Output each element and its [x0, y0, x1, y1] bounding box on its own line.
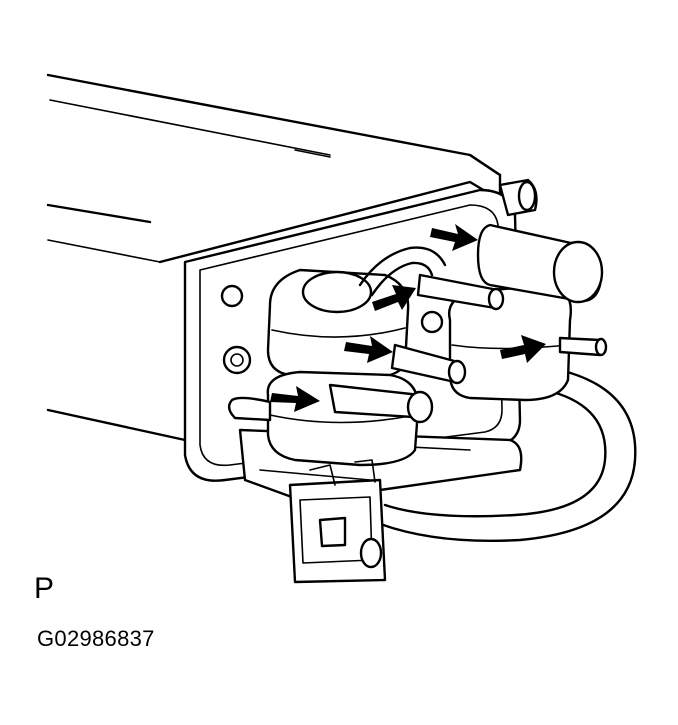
indicator-arrows [270, 224, 546, 412]
figure-code-label: G02986837 [37, 626, 155, 651]
arrow [372, 285, 416, 311]
vsv-ports [227, 273, 505, 424]
vacuum-hose-loop [368, 368, 637, 543]
electrical-connector [288, 459, 387, 584]
vsv-right [448, 223, 608, 402]
bent-hose [358, 246, 447, 297]
mounting-hole [220, 284, 244, 308]
view-letter-label: P [34, 572, 55, 605]
arrow [270, 386, 320, 412]
arrow [344, 336, 393, 363]
vsv-left-upper [266, 268, 410, 382]
arrow [500, 335, 546, 363]
arrow [430, 224, 478, 251]
canister-top-port [498, 178, 538, 217]
mounting-hole [420, 310, 444, 334]
mounting-hole [222, 345, 252, 375]
